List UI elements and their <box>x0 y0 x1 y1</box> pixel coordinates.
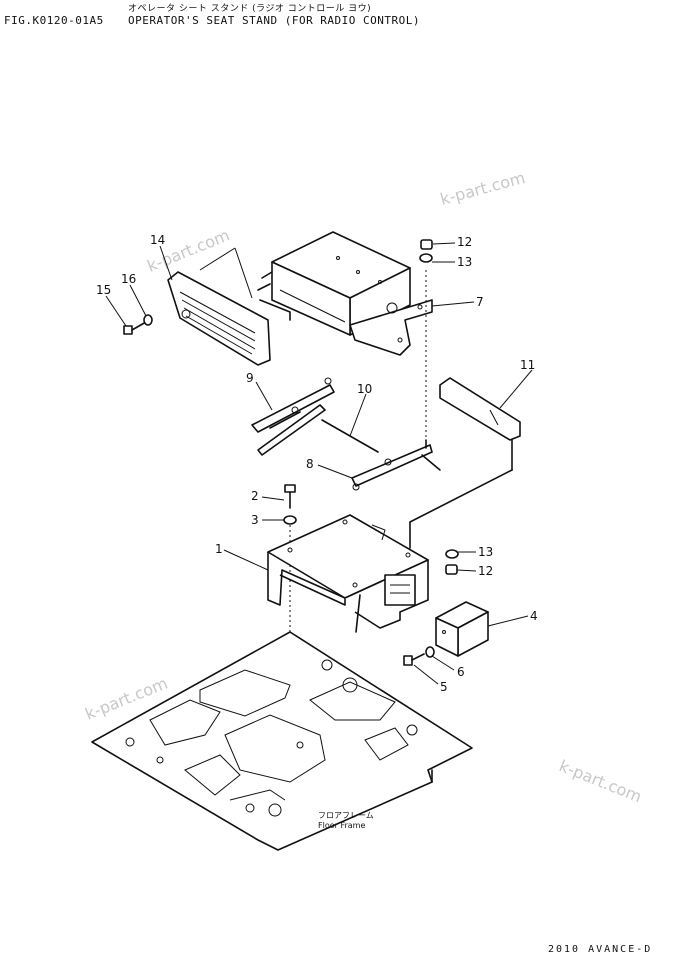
floor-frame-label-en: Floor Frame <box>318 821 365 830</box>
part-13-washer <box>419 253 433 263</box>
part-12-nut <box>420 239 433 250</box>
part-5-bolt <box>403 653 425 666</box>
callout-6: 6 <box>457 665 465 679</box>
callout-5: 5 <box>440 680 448 694</box>
callout-16: 16 <box>121 272 136 286</box>
part-4-receiver <box>435 601 489 657</box>
floor-frame <box>91 631 473 851</box>
header-title-english: OPERATOR'S SEAT STAND (FOR RADIO CONTROL… <box>128 14 421 27</box>
watermark: k-part.com <box>557 756 645 806</box>
callout-11: 11 <box>520 358 535 372</box>
callout-12: 12 <box>478 564 493 578</box>
part-6-washer <box>425 646 435 658</box>
part-14-cover <box>167 247 271 366</box>
header-title-japanese: オペレータ シート スタンド (ラジオ コントロール ヨウ) <box>128 4 372 14</box>
callout-9: 9 <box>246 371 254 385</box>
callout-15: 15 <box>96 283 111 297</box>
figure-code: FIG.K0120-01A5 <box>4 14 104 27</box>
callout-14: 14 <box>150 233 165 247</box>
part-2-bolt <box>284 484 296 509</box>
part-16-washer <box>143 314 153 326</box>
part-1-seat-stand <box>267 514 429 633</box>
callout-12: 12 <box>457 235 472 249</box>
callout-8: 8 <box>306 457 314 471</box>
callout-1: 1 <box>215 542 223 556</box>
part-9-arm <box>251 377 335 456</box>
part-15-bolt <box>123 321 147 335</box>
leader-lines <box>105 242 533 685</box>
callout-10: 10 <box>357 382 372 396</box>
part-7-seat-bracket <box>257 231 433 356</box>
part-3-washer <box>283 515 297 525</box>
part-11-bracket <box>409 377 521 549</box>
footer-code: 2010 AVANCE-D <box>548 944 653 955</box>
part-12-nut <box>445 564 458 575</box>
part-8-slide-rail <box>351 439 433 491</box>
callout-13: 13 <box>457 255 472 269</box>
callout-3: 3 <box>251 513 259 527</box>
watermark: k-part.com <box>438 168 527 209</box>
callout-4: 4 <box>530 609 538 623</box>
callout-13: 13 <box>478 545 493 559</box>
callout-2: 2 <box>251 489 259 503</box>
floor-frame-label-jp: フロアフレーム <box>318 811 374 820</box>
part-13-washer <box>445 549 459 559</box>
callout-7: 7 <box>476 295 484 309</box>
